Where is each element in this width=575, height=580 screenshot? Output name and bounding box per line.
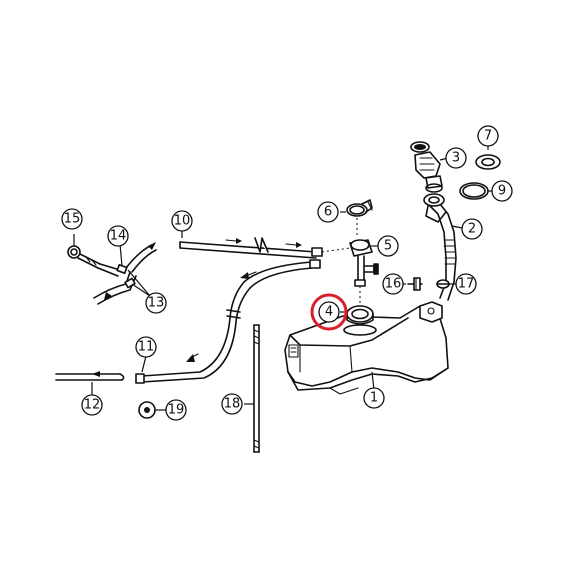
callout-1-label: 1 [370,391,378,406]
washer-part [138,401,166,419]
callout-11-label: 11 [138,340,155,355]
callout-5: 5 [377,235,399,257]
hose-clamp-part [340,199,373,238]
hose-clips-part [402,277,456,291]
callout-13: 13 [145,292,167,314]
fuel-cap-part [410,141,449,193]
callout-19: 19 [165,399,187,421]
callout-14-label: 14 [110,229,127,244]
fuel-line-lower-part [135,259,321,384]
highlight-ring [310,293,348,331]
callout-9-label: 9 [498,184,506,199]
callout-9: 9 [491,180,513,202]
callout-4-label: 4 [325,305,333,320]
fuel-tap-part [349,239,379,306]
callout-12: 12 [81,394,103,416]
callout-6-label: 6 [324,205,332,220]
callout-3: 3 [445,147,467,169]
left-line-assembly [67,234,157,305]
callout-17-label: 17 [458,277,475,292]
callout-15: 15 [61,208,83,230]
callout-5-label: 5 [384,239,392,254]
callout-17: 17 [455,273,477,295]
callout-13-label: 13 [148,296,165,311]
callout-18-label: 18 [224,397,241,412]
callout-4-highlighted: 4 [310,293,348,331]
long-stud-part [244,324,260,453]
callout-7-label: 7 [484,129,492,144]
callout-19-label: 19 [168,403,185,418]
callout-18: 18 [221,393,243,415]
callout-2: 2 [461,218,483,240]
callout-6: 6 [317,201,339,223]
callout-16: 16 [382,273,404,295]
callout-16-label: 16 [385,277,402,292]
callout-15-label: 15 [64,212,81,227]
callout-2-label: 2 [468,222,476,237]
callout-12-label: 12 [84,398,101,413]
callout-1: 1 [363,387,385,409]
callout-11: 11 [135,336,157,358]
short-line-part [55,371,125,396]
callout-3-label: 3 [452,151,460,166]
fuel-line-upper-part [179,230,351,259]
fuel-tank-part [284,301,449,395]
callout-14: 14 [107,225,129,247]
callout-10-label: 10 [174,214,191,229]
callout-10: 10 [171,210,193,232]
callout-7: 7 [477,125,499,147]
